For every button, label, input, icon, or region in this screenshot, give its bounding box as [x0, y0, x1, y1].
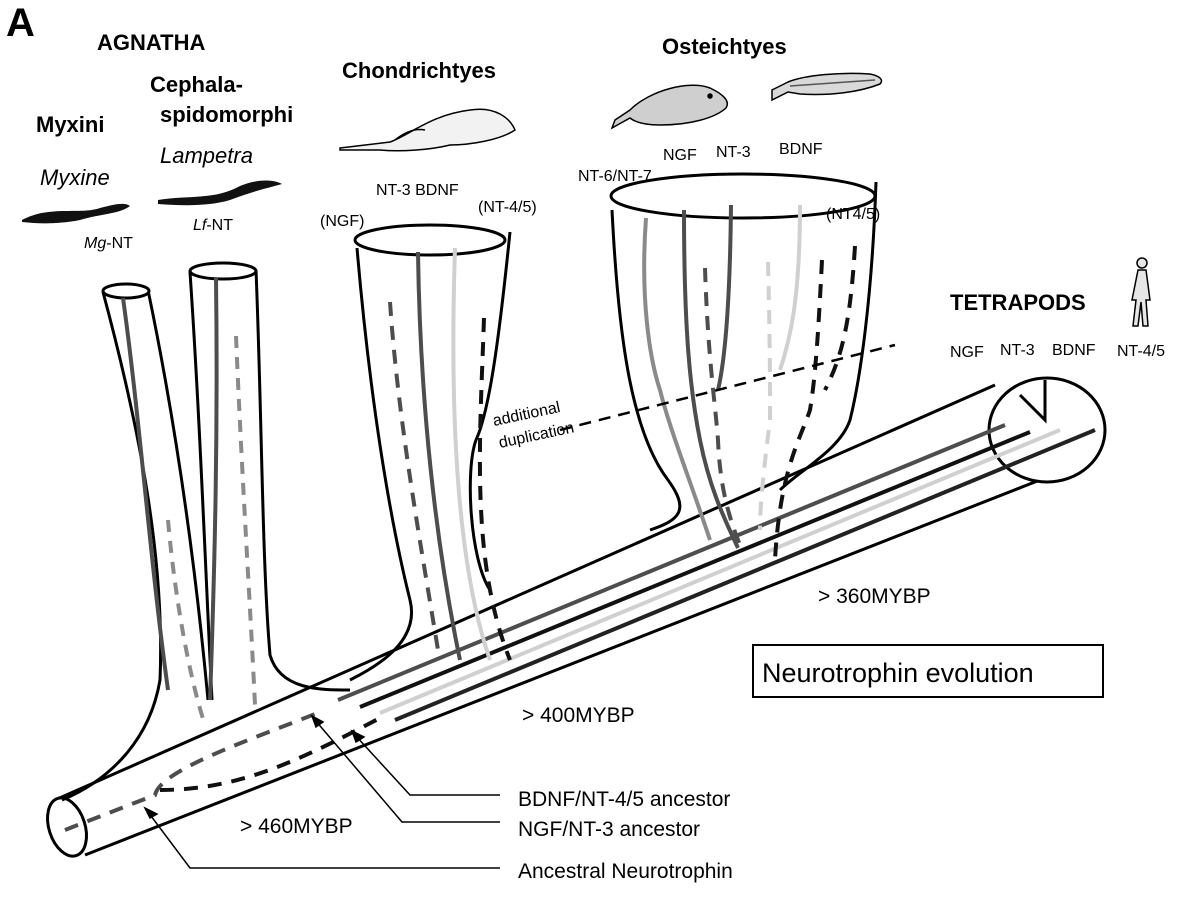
- label-osteichthyes: Osteichtyes: [662, 34, 787, 59]
- label-bdnf-ancestor: BDNF/NT-4/5 ancestor: [518, 788, 730, 811]
- label-400mybp: > 400MYBP: [522, 704, 635, 727]
- label-360mybp: > 360MYBP: [818, 585, 931, 608]
- label-myxini: Myxini: [36, 112, 104, 137]
- label-lampetra: Lampetra: [160, 143, 253, 168]
- gene-lf-prefix: Lf: [193, 217, 208, 234]
- carp-silhouette: [610, 84, 729, 130]
- gene-tet-ngf: NGF: [950, 344, 984, 361]
- label-cephalaspidomorphi-2: spidomorphi: [160, 102, 293, 127]
- ancestor-pointers: [143, 714, 500, 869]
- title-box: [752, 644, 1104, 698]
- gene-chond-ngf: (NGF): [320, 213, 364, 230]
- chondrichthyes-branch: [349, 223, 512, 682]
- label-chondrichthyes: Chondrichtyes: [342, 58, 496, 83]
- duplication-line: [559, 343, 896, 432]
- gene-mg-nt: Mg-NT: [84, 235, 133, 252]
- main-trunk: [46, 376, 1107, 858]
- gene-ost-nt67: NT-6/NT-7: [578, 168, 652, 185]
- myxine-silhouette: [22, 203, 130, 224]
- label-agnatha: AGNATHA: [97, 30, 205, 55]
- gene-ost-nt45: (NT4/5): [826, 206, 880, 223]
- gene-mg-prefix: Mg: [84, 235, 106, 252]
- human-silhouette: [1131, 257, 1151, 327]
- gene-ost-ngf: NGF: [663, 147, 697, 164]
- gene-lf-suffix: -NT: [206, 217, 233, 234]
- title-neurotrophin-evolution: Neurotrophin evolution: [762, 658, 1034, 688]
- gene-chond-nt45: (NT-4/5): [478, 199, 537, 216]
- gene-lineages: [64, 204, 1096, 832]
- panel-letter: A: [6, 1, 35, 45]
- osteichthyes-branch: [609, 172, 878, 532]
- gene-tet-nt45: NT-4/5: [1117, 343, 1165, 360]
- gene-lf-nt: Lf-NT: [193, 217, 233, 234]
- zebrafish-silhouette: [771, 72, 883, 102]
- agnatha-branches: [61, 261, 351, 802]
- gene-ost-nt3: NT-3: [716, 144, 751, 161]
- tetrapod-cross-section: [1018, 380, 1047, 424]
- gene-tet-bdnf: BDNF: [1052, 342, 1096, 359]
- lampetra-silhouette: [158, 180, 282, 206]
- gene-ost-bdnf: BDNF: [779, 141, 823, 158]
- gene-tet-nt3: NT-3: [1000, 342, 1035, 359]
- gene-mg-suffix: -NT: [106, 235, 133, 252]
- label-cephalaspidomorphi-1: Cephala-: [150, 72, 243, 97]
- label-myxine: Myxine: [40, 165, 110, 190]
- gene-chond-nt3-bdnf: NT-3 BDNF: [376, 182, 459, 199]
- label-tetrapods: TETRAPODS: [950, 290, 1086, 315]
- label-ancestral-neurotrophin: Ancestral Neurotrophin: [518, 860, 733, 883]
- ray-silhouette: [339, 108, 516, 152]
- label-ngf-ancestor: NGF/NT-3 ancestor: [518, 818, 700, 841]
- label-460mybp: > 460MYBP: [240, 815, 353, 838]
